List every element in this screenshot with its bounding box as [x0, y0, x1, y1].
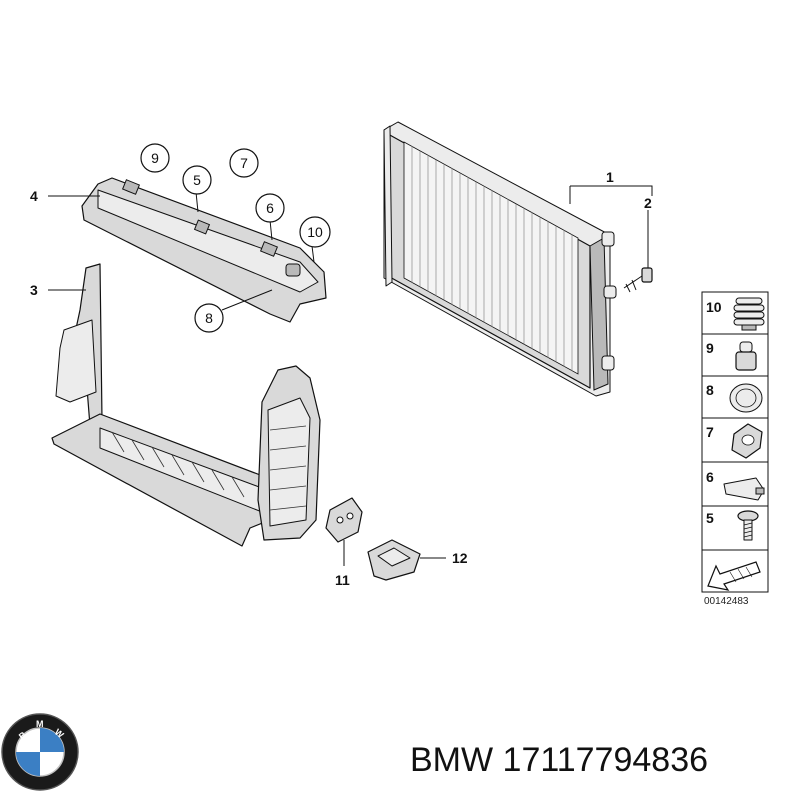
callout-4: 4 [30, 188, 38, 204]
callout-3: 3 [30, 282, 38, 298]
svg-text:M: M [36, 719, 44, 729]
callout-12: 12 [452, 550, 468, 566]
bump-stop-icon [733, 297, 765, 331]
callout-6: 6 [266, 200, 274, 216]
drawing-number: 00142483 [704, 596, 749, 607]
callout-5: 5 [193, 172, 201, 188]
clip-icon [731, 423, 763, 459]
cap-icon [729, 383, 763, 413]
radiator [383, 121, 617, 397]
bmw-logo: B M W [1, 713, 79, 791]
legend-number-9: 9 [706, 340, 714, 356]
callout-2: 2 [644, 195, 652, 211]
legend-number-6: 6 [706, 469, 714, 485]
support-bracket [367, 539, 421, 581]
rubber-mount-icon [735, 341, 757, 371]
legend-number-8: 8 [706, 382, 714, 398]
direction-arrow-icon [707, 561, 761, 591]
callout-1: 1 [606, 169, 614, 185]
legend-number-5: 5 [706, 510, 714, 526]
leader-lines [48, 185, 653, 566]
callout-9: 9 [151, 150, 159, 166]
callout-8: 8 [205, 310, 213, 326]
upper-carrier [81, 177, 327, 323]
drain-plug [623, 267, 653, 293]
front-carrier-frame [51, 263, 321, 547]
legend-number-7: 7 [706, 424, 714, 440]
lower-bracket [325, 497, 363, 543]
legend-panel: 10 9 8 7 6 [701, 291, 769, 607]
callout-labels: 1 2 3 4 5 6 7 8 9 10 11 12 [30, 143, 652, 588]
callout-10: 10 [307, 224, 323, 240]
screw-icon [737, 510, 759, 541]
callout-7: 7 [240, 155, 248, 171]
part-number-caption: BMW 17117794836 [410, 741, 709, 779]
legend-number-10: 10 [706, 299, 722, 315]
holder-icon [723, 477, 765, 501]
svg-text:B: B [17, 729, 29, 741]
callout-11: 11 [335, 572, 350, 588]
